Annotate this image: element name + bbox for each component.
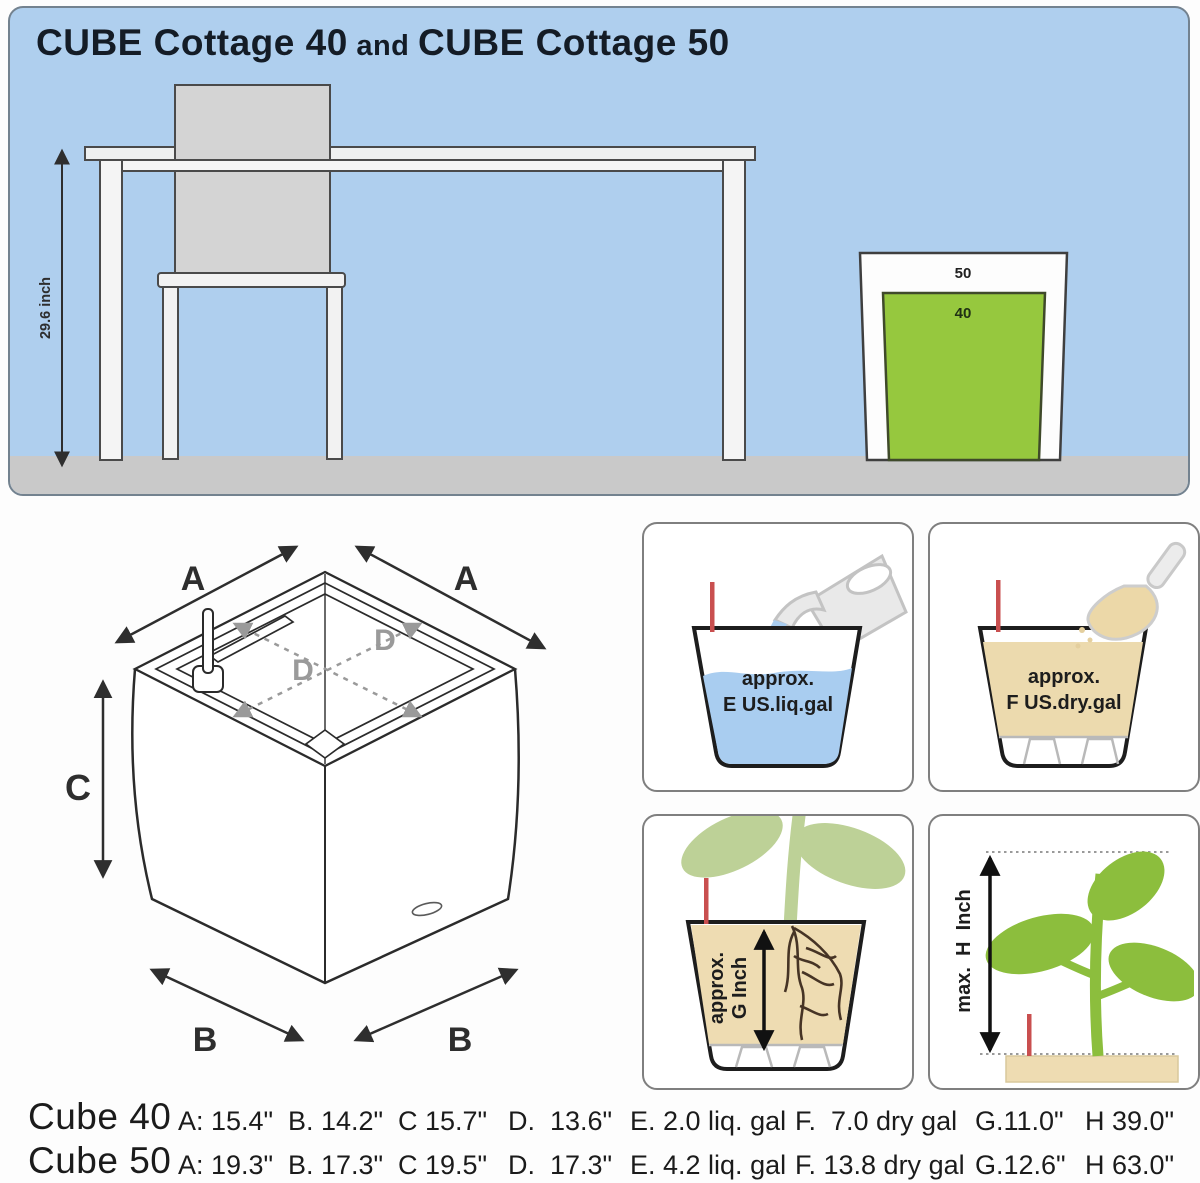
plant-icon	[985, 851, 1194, 1057]
dimension-b-label-right: B	[448, 1021, 473, 1059]
spec-h: H 63.0"	[1085, 1150, 1175, 1180]
water-level-indicator	[996, 580, 1001, 632]
dimension-a-label-right: A	[454, 560, 479, 598]
size-50-label: 50	[955, 265, 972, 282]
spec-d: D. 17.3"	[508, 1150, 613, 1180]
spec-h: H 39.0"	[1085, 1106, 1175, 1136]
planting-depth-caption: approx.G Inch	[706, 913, 752, 1063]
table-height-label: 29.6 inch	[38, 277, 54, 339]
panel-planting-depth: approx.G Inch	[642, 814, 914, 1090]
dimension-d-label-2: D	[374, 624, 396, 657]
plant-height-caption: max. H Inch	[953, 889, 975, 1013]
dry-caption-line1: approx.	[1027, 666, 1101, 688]
spec-e: E. 2.0 liq. gal	[630, 1106, 787, 1136]
planting-depth-drawing	[681, 816, 906, 1071]
substrate-surface	[1005, 1055, 1179, 1083]
dimension-b-arrow-left	[149, 968, 305, 1042]
model-name: Cube 40	[28, 1096, 172, 1137]
dimension-b-label-left: B	[193, 1021, 218, 1059]
dimension-a-arrow-left	[114, 545, 299, 644]
cube-dimension-drawing: A A D D C	[65, 545, 547, 1059]
dry-volume-caption: approx. F US.dry.gal	[964, 664, 1164, 716]
spec-f: F. 13.8 dry gal	[795, 1150, 965, 1180]
spec-row-cube-40: Cube 40 A: 15.4" B. 14.2" C 15.7" D. 13.…	[0, 1094, 1200, 1138]
spec-a: A: 19.3"	[178, 1150, 274, 1180]
spec-row-cube-50: Cube 50 A: 19.3" B. 17.3" C 19.5" D. 17.…	[0, 1138, 1200, 1182]
water-level-indicator	[710, 582, 715, 632]
dry-caption-line2: F US.dry.gal	[1006, 692, 1122, 714]
panel-plant-height: max. H Inch	[928, 814, 1200, 1090]
spec-g: G.11.0"	[975, 1106, 1064, 1136]
spec-c: C 19.5"	[398, 1150, 488, 1180]
spec-d: D. 13.6"	[508, 1106, 613, 1136]
seedling-icon	[681, 816, 906, 929]
depth-caption-line2: G Inch	[729, 956, 751, 1020]
table-frame	[99, 159, 746, 461]
liquid-volume-drawing	[691, 553, 908, 768]
liquid-volume-caption: approx. E US.liq.gal	[678, 666, 878, 718]
panel-dry-volume: approx. F US.dry.gal	[928, 522, 1200, 792]
spec-c: C 15.7"	[398, 1106, 488, 1136]
root-system	[783, 925, 843, 1041]
spec-e: E. 4.2 liq. gal	[630, 1150, 787, 1180]
drain-plug	[411, 901, 443, 917]
dimension-b-arrow-right	[353, 967, 519, 1043]
water-level-indicator	[704, 878, 709, 924]
title-conjunction: and	[347, 30, 418, 62]
dimension-c-label: C	[65, 767, 91, 808]
scoop-icon	[1075, 541, 1187, 649]
dry-volume-drawing	[977, 541, 1187, 768]
scene-drawing: 29.6 inch 50 40	[10, 84, 1188, 494]
liquid-caption-line2: E US.liq.gal	[722, 694, 834, 716]
planter-40-shape	[881, 291, 1047, 462]
corner-opening	[304, 728, 346, 760]
page-title: CUBE Cottage 40 and CUBE Cottage 50	[36, 22, 730, 64]
chair-backrest	[174, 84, 331, 282]
title-part-2: CUBE Cottage 50	[417, 22, 730, 63]
model-name: Cube 50	[28, 1140, 172, 1181]
substrate-fill	[983, 642, 1143, 736]
spec-a: A: 15.4"	[178, 1106, 274, 1136]
dimension-a-label-left: A	[181, 560, 206, 598]
spec-b: B. 17.3"	[288, 1150, 384, 1180]
dimension-a-arrow-right	[354, 545, 547, 650]
plant-height-drawing	[979, 851, 1194, 1083]
dimension-d-arrow-2	[232, 622, 423, 718]
spec-f: F. 7.0 dry gal	[795, 1106, 958, 1136]
size-40-label: 40	[955, 305, 972, 322]
title-part-1: CUBE Cottage 40	[36, 22, 348, 63]
spec-b: B. 14.2"	[288, 1106, 384, 1136]
dimension-d-label-1: D	[292, 654, 314, 687]
base-feet	[999, 735, 1128, 765]
planter-isometric-drawing	[131, 570, 520, 985]
depth-caption-line1: approx.	[706, 951, 728, 1025]
panel-liquid-volume: approx. E US.liq.gal	[642, 522, 914, 792]
water-fill	[703, 668, 852, 764]
scale-comparison-scene: 29.6 inch 50 40 CU	[8, 6, 1190, 496]
spec-g: G.12.6"	[975, 1150, 1066, 1180]
chair-drawing	[157, 272, 346, 460]
liquid-caption-line1: approx.	[741, 668, 815, 690]
floor	[10, 456, 1188, 494]
water-level-indicator	[1027, 1014, 1032, 1056]
